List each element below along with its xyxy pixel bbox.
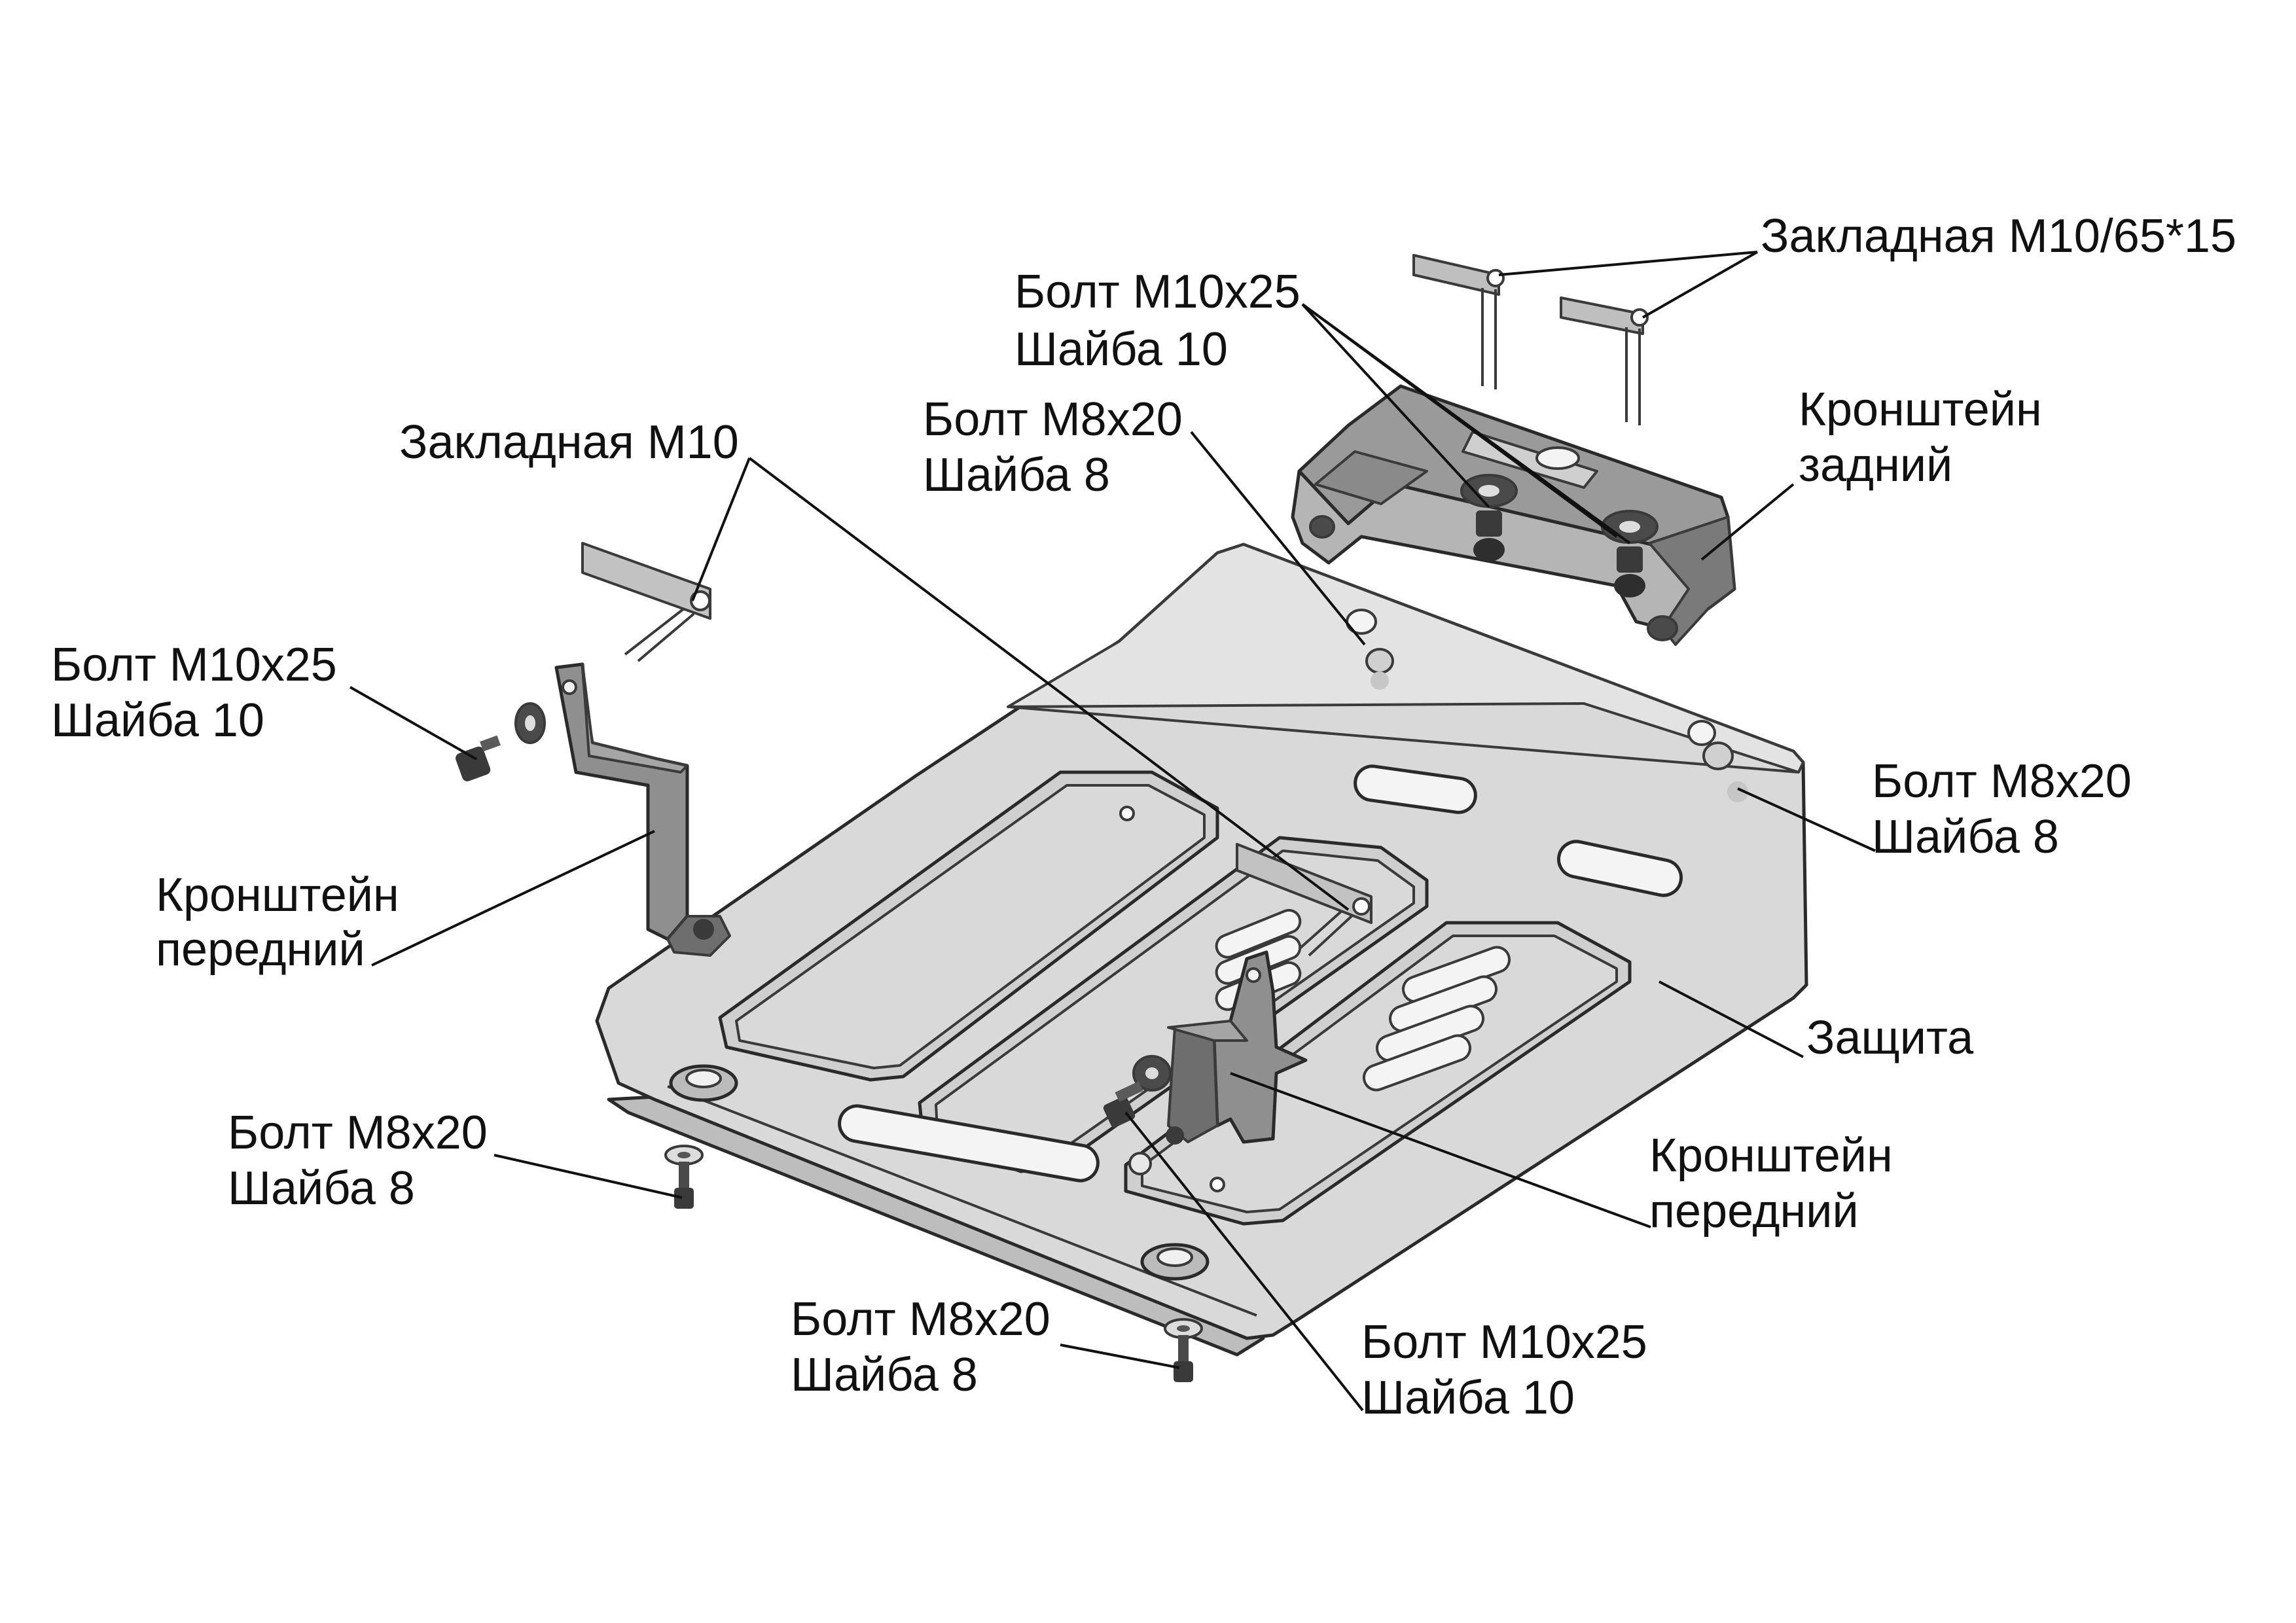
insert-m10-65-15-left <box>1412 254 1505 389</box>
label-insert-m10: Закладная М10 <box>399 416 739 469</box>
label-bolt-m8-right: Болт М8х20 <box>1872 755 2132 808</box>
bolt-m10-left <box>456 702 546 781</box>
label-front-bracket-left: Кронштейн <box>156 869 399 921</box>
plate-nut-bottom <box>1140 1243 1210 1281</box>
label-bolt-m10-left: Болт М10х25 <box>51 639 337 691</box>
label-shield: Защита <box>1806 1012 1974 1064</box>
bolt-m8-right <box>1702 741 1748 802</box>
insert-m10-65-15-right <box>1560 296 1649 425</box>
label-washer-8-center: Шайба 8 <box>923 449 1110 501</box>
bolt-m10-rear-1 <box>1460 474 1518 562</box>
label-washer-10-top: Шайба 10 <box>1014 323 1228 376</box>
label-front-bracket-right-sub: передний <box>1649 1185 1859 1238</box>
label-bolt-m10-top: Болт М10х25 <box>1014 266 1300 318</box>
label-washer-8-bottom: Шайба 8 <box>791 1349 978 1401</box>
label-bolt-m8-bottom-left: Болт М8х20 <box>228 1107 488 1159</box>
insert-m10-left <box>581 542 711 662</box>
label-front-bracket-left-sub: передний <box>156 923 365 976</box>
label-bolt-m10-bottom: Болт М10х25 <box>1361 1316 1647 1368</box>
label-washer-8-right: Шайба 8 <box>1872 811 2059 863</box>
label-rear-bracket: Кронштейн <box>1799 383 2042 436</box>
plate-ramp <box>1007 543 1804 774</box>
labels: Закладная М10/65*15 Болт М10х25 Шайба 10… <box>51 210 2236 1424</box>
label-washer-10-bottom: Шайба 10 <box>1361 1372 1575 1424</box>
label-bolt-m8-center: Болт М8х20 <box>923 393 1183 446</box>
plate-nut-left <box>669 1064 738 1102</box>
front-bracket-left <box>554 662 731 957</box>
leader-lines <box>350 251 1876 1412</box>
label-rear-bracket-sub: задний <box>1799 439 1952 491</box>
label-washer-10-left: Шайба 10 <box>51 694 264 747</box>
label-washer-8-bottom-left: Шайба 8 <box>228 1162 415 1215</box>
label-front-bracket-right: Кронштейн <box>1649 1130 1893 1182</box>
plate-vent-slots-right <box>1362 946 1511 1092</box>
bolt-m8-bottom-left <box>664 1145 704 1209</box>
bolt-m8-bottom <box>1164 1318 1203 1382</box>
label-insert-m10-65-15: Закладная М10/65*15 <box>1761 210 2236 262</box>
bolt-m10-center <box>1103 1055 1172 1128</box>
label-bolt-m8-bottom: Болт М8х20 <box>791 1293 1050 1346</box>
skid-plate <box>595 543 1808 1357</box>
bolt-m10-rear-2 <box>1601 510 1659 597</box>
front-bracket-right <box>1166 950 1308 1145</box>
bolt-m8-center <box>1365 648 1394 690</box>
plate-slots <box>838 764 1683 1183</box>
